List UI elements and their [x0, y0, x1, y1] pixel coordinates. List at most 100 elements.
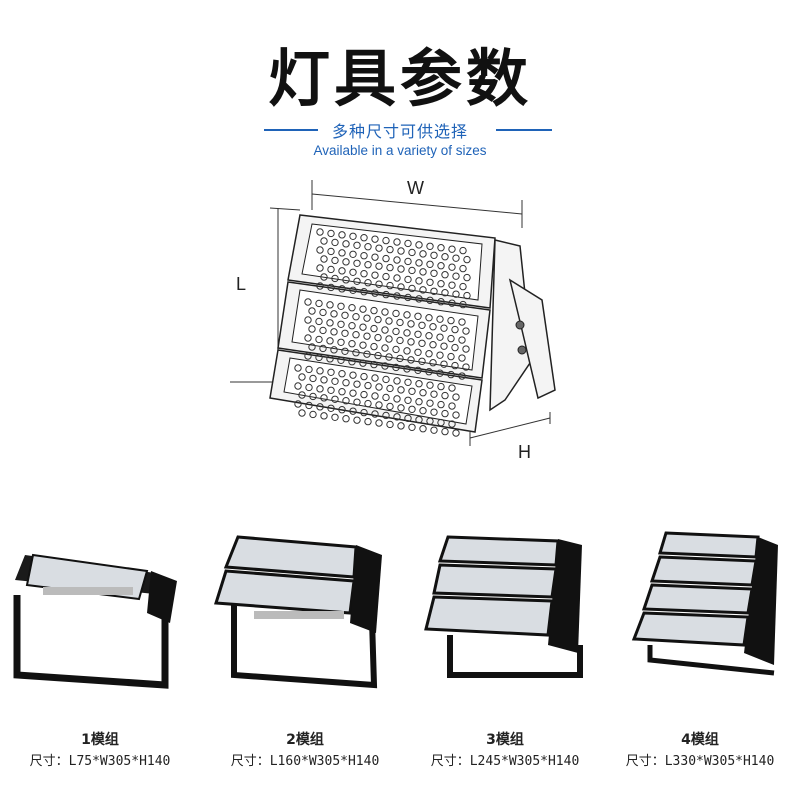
led-lens-dot — [327, 283, 335, 292]
led-lens-dot — [448, 420, 456, 428]
led-lens-dot — [448, 384, 456, 392]
led-lens-dot — [415, 259, 423, 267]
led-lens-dot — [342, 415, 350, 423]
module-count-label: 3模组 — [486, 732, 524, 748]
led-lens-dot — [371, 271, 379, 279]
led-lens-dot — [308, 325, 316, 333]
led-lens-dot — [430, 390, 438, 398]
led-lens-dot — [331, 377, 339, 385]
led-lens-dot — [419, 286, 427, 294]
led-lens-dot — [436, 315, 444, 323]
led-lens-dot — [447, 334, 455, 343]
led-lens-dot — [315, 317, 323, 326]
led-lens-dot — [294, 382, 302, 390]
led-lens-dot — [404, 275, 412, 284]
led-lens-dot — [338, 267, 346, 275]
led-lens-dot — [386, 420, 394, 429]
led-lens-dot — [463, 255, 471, 264]
led-lens-dot — [359, 359, 367, 367]
led-lens-dot — [353, 241, 361, 249]
led-lens-dot — [375, 244, 383, 252]
led-lens-dot — [426, 417, 434, 425]
led-lens-dot — [326, 301, 334, 309]
led-lens-dots — [294, 228, 471, 437]
led-lens-dot — [437, 418, 445, 427]
led-lens-dot — [393, 256, 401, 264]
led-lens-dot — [360, 252, 368, 260]
led-lens-dot — [327, 229, 335, 238]
led-lens-dot — [426, 242, 434, 251]
led-lens-dot — [408, 284, 416, 293]
product-caption-2: 2模组 尺寸：L160*W305*H140 — [205, 730, 405, 772]
led-lens-dot — [447, 370, 455, 379]
led-lens-dot — [463, 273, 471, 282]
led-lens-dot — [429, 323, 437, 331]
led-lens-dot — [338, 370, 346, 378]
led-lens-dot — [451, 361, 459, 370]
led-lens-dot — [341, 329, 349, 337]
led-lens-dot — [349, 407, 357, 415]
product-image-2-module — [204, 525, 384, 700]
led-lens-dot — [437, 298, 445, 306]
led-lens-dot — [305, 365, 313, 374]
led-lens-dot — [408, 387, 416, 396]
led-lens-dot — [382, 254, 390, 263]
led-lens-dot — [319, 326, 327, 335]
led-lens-dot — [327, 386, 335, 394]
led-lens-dot — [448, 402, 456, 410]
product-caption-3: 3模组 尺寸：L245*W305*H140 — [405, 730, 605, 772]
led-lens-dot — [327, 265, 335, 274]
led-lens-dot — [319, 308, 327, 317]
led-lens-dot — [370, 342, 378, 351]
led-lens-dot — [364, 243, 372, 251]
led-lens-dot — [404, 293, 412, 302]
led-lens-dot — [403, 329, 411, 337]
led-lens-dot — [371, 374, 379, 382]
led-lens-dot — [385, 335, 393, 343]
size-prefix: 尺寸： — [230, 754, 270, 769]
led-lens-dot — [437, 400, 445, 409]
led-lens-dot — [447, 352, 455, 361]
subtitle-divider-right — [496, 129, 552, 131]
led-lens-dot — [330, 310, 338, 318]
led-lens-dot — [371, 392, 379, 400]
led-lens-dot — [430, 251, 438, 260]
led-lens-dot — [364, 417, 372, 426]
led-lens-dot — [440, 324, 448, 332]
led-lens-dot — [452, 272, 460, 280]
led-lens-dot — [452, 429, 460, 437]
led-lens-dot — [360, 408, 368, 417]
led-lens-dot — [348, 322, 356, 330]
led-lens-dot — [370, 360, 378, 369]
led-lens-dot — [418, 357, 426, 366]
led-lens-dot — [375, 262, 383, 270]
led-lens-dot — [316, 403, 324, 411]
led-lens-dot — [371, 410, 379, 418]
led-lens-dot — [458, 318, 466, 326]
led-lens-dot — [458, 372, 466, 380]
led-lens-dot — [349, 371, 357, 379]
led-lens-dot — [381, 344, 389, 352]
led-lens-dot — [349, 286, 357, 294]
dimension-diagram: W L H — [220, 170, 580, 470]
led-lens-dot — [342, 258, 350, 266]
led-lens-dot — [308, 343, 316, 351]
height-dimension-label: H — [518, 442, 531, 462]
led-lens-dot — [382, 393, 390, 402]
led-lens-dot — [338, 285, 346, 293]
led-lens-dot — [419, 389, 427, 397]
led-lens-dot — [316, 367, 324, 375]
led-lens-dot — [426, 381, 434, 389]
led-lens-dot — [342, 240, 350, 248]
led-lens-dot — [404, 378, 412, 387]
width-dimension-label: W — [407, 178, 424, 198]
led-lens-dot — [404, 396, 412, 405]
led-lens-dot — [371, 289, 379, 297]
led-lens-dot — [463, 291, 471, 300]
size-label: 尺寸：L330*W305*H140 — [600, 752, 800, 772]
led-lens-dot — [448, 281, 456, 289]
product-caption-4: 4模组 尺寸：L330*W305*H140 — [600, 730, 800, 772]
led-lens-dot — [331, 256, 339, 265]
led-lens-dot — [341, 347, 349, 355]
led-lens-dot — [393, 238, 401, 246]
